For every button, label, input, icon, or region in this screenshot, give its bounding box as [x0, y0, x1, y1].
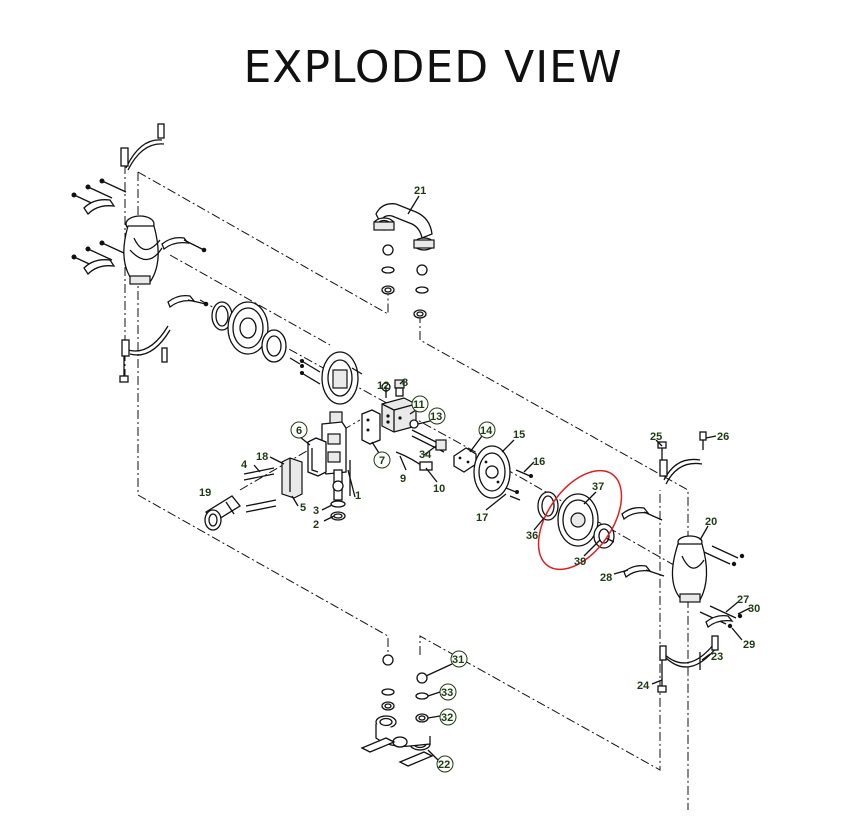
left-outer-chamber	[123, 215, 163, 285]
callout-26: 26	[717, 431, 729, 443]
callout-19: 19	[199, 487, 211, 499]
page-title: EXPLODED VIEW	[243, 42, 623, 93]
callout-34: 34	[419, 449, 432, 461]
callout-13-circle	[428, 407, 446, 425]
highlight-ellipse	[537, 469, 623, 571]
callout-36: 36	[526, 530, 538, 542]
callout-33-circle	[439, 683, 457, 701]
leader-lines	[253, 195, 751, 761]
top-manifold	[373, 203, 435, 319]
callout-24: 24	[637, 680, 650, 692]
callout-13: 13	[430, 411, 442, 423]
callout-29: 29	[743, 639, 755, 651]
callout-14-circle	[478, 421, 496, 439]
callout-3: 3	[313, 505, 319, 517]
callout-16: 16	[533, 456, 545, 468]
right-air-chamber	[473, 445, 533, 501]
callout-28: 28	[600, 572, 612, 584]
callout-31-circle	[450, 650, 468, 668]
callout-18: 18	[256, 451, 268, 463]
callout-15: 15	[513, 429, 525, 441]
callouts: 1 2 3 4 5 6 7 8 9 10 11 12 13 14 15 16 1…	[199, 185, 760, 773]
callout-2: 2	[313, 519, 319, 531]
callout-22: 22	[438, 759, 450, 771]
callout-1: 1	[355, 490, 361, 502]
callout-32: 32	[441, 712, 453, 724]
callout-4: 4	[241, 459, 248, 471]
callout-17: 17	[476, 512, 488, 524]
right-outer-chamber-group	[621, 431, 745, 693]
callout-31: 31	[452, 654, 464, 666]
air-valve-group	[204, 379, 477, 531]
callout-11-circle	[411, 395, 429, 413]
left-manifold-clamp-group	[71, 123, 209, 383]
callout-37: 37	[592, 481, 604, 493]
callout-30: 30	[748, 603, 760, 615]
callout-12: 12	[377, 380, 389, 392]
left-bolts-lower	[71, 240, 127, 276]
callout-11: 11	[413, 399, 425, 411]
callout-25: 25	[650, 431, 662, 443]
callout-22-circle	[436, 755, 454, 773]
right-diaphragm-stack	[537, 491, 615, 549]
callout-6-circle	[290, 421, 308, 439]
left-air-chamber	[299, 351, 363, 405]
callout-33: 33	[441, 687, 453, 699]
callout-9: 9	[400, 473, 406, 485]
callout-39: 39	[574, 556, 586, 568]
callout-6: 6	[296, 425, 302, 437]
callout-27: 27	[737, 594, 749, 606]
left-lower-clamp	[119, 325, 171, 383]
muffler	[204, 495, 241, 531]
left-diaphragm-stack	[211, 301, 304, 368]
callout-21: 21	[414, 185, 426, 197]
callout-23: 23	[711, 651, 723, 663]
callout-20: 20	[705, 516, 717, 528]
bottom-manifold	[360, 654, 434, 767]
callout-7: 7	[379, 455, 385, 467]
callout-7-circle	[373, 451, 391, 469]
callout-32-circle	[439, 708, 457, 726]
left-bolts-upper	[71, 178, 127, 216]
callout-14: 14	[480, 425, 493, 437]
callout-5: 5	[300, 502, 306, 514]
callout-10: 10	[433, 483, 445, 495]
center-lines	[124, 165, 701, 810]
left-clamps-right	[161, 236, 209, 309]
callout-8: 8	[402, 377, 408, 389]
